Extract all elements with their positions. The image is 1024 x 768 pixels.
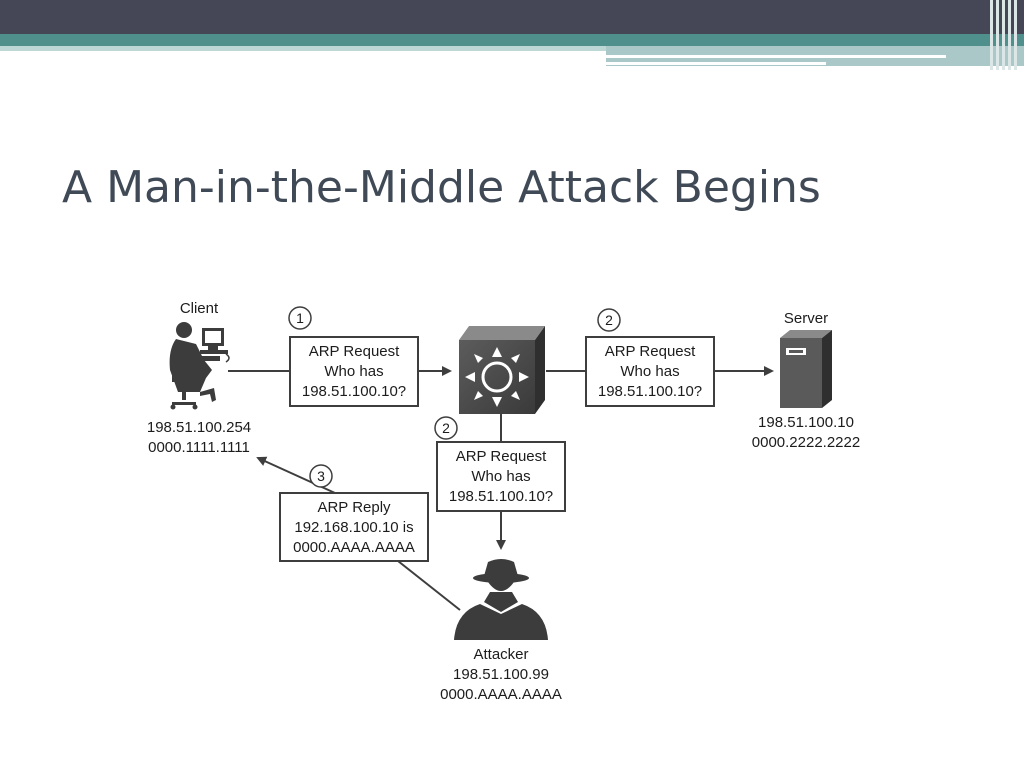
message-2-line3: 198.51.100.10?	[598, 383, 702, 400]
arp-request-box-step2-attacker: 2 ARP Request Who has 198.51.100.10?	[434, 416, 566, 512]
message-4-line1: ARP Reply	[317, 499, 391, 516]
message-3-line1: ARP Request	[456, 448, 547, 465]
message-3-line3: 198.51.100.10?	[449, 488, 553, 505]
header-right-lines	[990, 0, 1017, 70]
step-number-3: 3	[317, 468, 325, 484]
message-2-line1: ARP Request	[605, 343, 696, 360]
header-white-rule	[606, 55, 946, 58]
message-1-line1: ARP Request	[309, 343, 400, 360]
step-badge-1	[288, 306, 312, 330]
server-ip: 198.51.100.10	[758, 414, 854, 431]
attacker-node: Attacker 198.51.100.99 0000.AAAA.AAAA	[440, 559, 562, 703]
server-node: Server 198.51.100.10 0000.2222.2222	[752, 310, 860, 451]
header-teal-stripe	[0, 34, 1024, 46]
step-number-2a: 2	[605, 312, 613, 328]
header-white-rule-short	[606, 62, 826, 65]
connection-lines	[228, 366, 774, 611]
arp-reply-box-step3: 3 ARP Reply 192.168.100.10 is 0000.AAAA.…	[279, 464, 429, 562]
attacker-mac: 0000.AAAA.AAAA	[440, 686, 562, 703]
message-4-line2: 192.168.100.10 is	[294, 519, 413, 536]
step-number-2b: 2	[442, 420, 450, 436]
client-label: Client	[180, 300, 219, 317]
message-1-line2: Who has	[324, 363, 383, 380]
spy-hat-icon	[454, 559, 548, 640]
step-number-1: 1	[296, 310, 304, 326]
line-attacker-to-box4	[397, 560, 461, 611]
step-badge-2a	[597, 308, 621, 332]
message-box-3	[436, 441, 566, 512]
client-ip: 198.51.100.254	[147, 419, 251, 436]
attacker-ip: 198.51.100.99	[453, 666, 549, 683]
server-label: Server	[784, 310, 828, 327]
client-node: Client 198.51.100.254 0000.1111.1111	[147, 300, 251, 456]
step-badge-3	[309, 464, 333, 488]
client-mac: 0000.1111.1111	[148, 439, 250, 456]
message-box-4	[279, 492, 429, 562]
server-mac: 0000.2222.2222	[752, 434, 860, 451]
message-3-line2: Who has	[471, 468, 530, 485]
switch-arrows-icon	[465, 347, 529, 407]
step-badge-2b	[434, 416, 458, 440]
arp-request-box-step2-server: 2 ARP Request Who has 198.51.100.10?	[585, 308, 715, 407]
switch-node	[459, 326, 545, 414]
slide-title: A Man-in-the-Middle Attack Begins	[62, 162, 821, 213]
switch-side-face	[535, 326, 545, 414]
slide-header-band	[0, 0, 1024, 70]
attacker-label: Attacker	[473, 646, 528, 663]
message-2-line2: Who has	[620, 363, 679, 380]
header-light-stripe	[0, 46, 606, 51]
message-4-line3: 0000.AAAA.AAAA	[293, 539, 415, 556]
header-dark-bar	[0, 0, 1024, 34]
message-box-2	[585, 336, 715, 407]
message-box-1	[289, 336, 419, 407]
message-1-line3: 198.51.100.10?	[302, 383, 406, 400]
server-tower-icon	[780, 330, 832, 408]
person-at-computer-icon	[169, 322, 230, 410]
switch-top-face	[459, 326, 545, 340]
arp-request-box-step1: 1 ARP Request Who has 198.51.100.10?	[288, 306, 419, 407]
